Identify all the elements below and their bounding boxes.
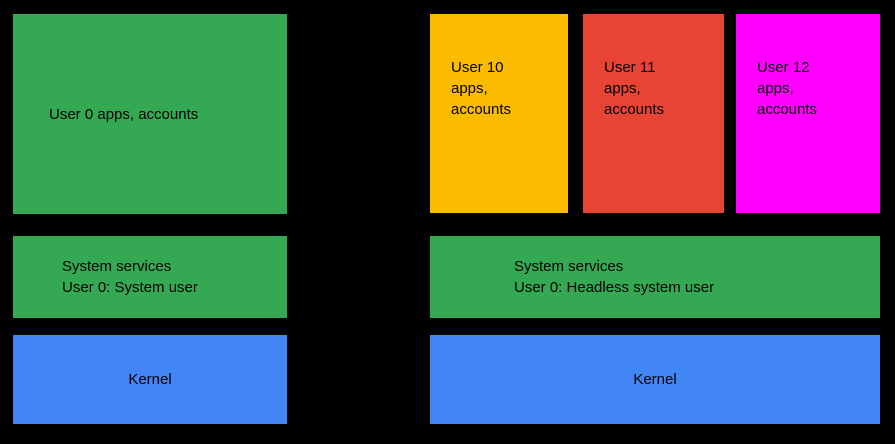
right-user11-apps-box: User 11 apps, accounts (583, 14, 724, 213)
right-user12-apps-box: User 12 apps, accounts (736, 14, 880, 213)
right-user12-apps-label: User 12 apps, accounts (757, 59, 818, 118)
right-user10-apps-box: User 10 apps, accounts (430, 14, 568, 213)
left-kernel-label: Kernel (128, 371, 172, 388)
left-user0-apps-box: User 0 apps, accounts (13, 14, 287, 214)
left-user0-apps-label: User 0 apps, accounts (49, 105, 199, 123)
right-system-services-label: System services User 0: Headless system … (514, 258, 715, 296)
right-kernel-label: Kernel (633, 371, 677, 388)
right-user11-apps-label: User 11 apps, accounts (604, 59, 665, 118)
right-user10-apps-label: User 10 apps, accounts (451, 59, 512, 118)
left-system-services-label: System services User 0: System user (62, 258, 198, 296)
right-system-services-box: System services User 0: Headless system … (430, 236, 880, 318)
left-system-services-box: System services User 0: System user (13, 236, 287, 318)
right-kernel-box: Kernel (430, 335, 880, 424)
left-kernel-box: Kernel (13, 335, 287, 424)
